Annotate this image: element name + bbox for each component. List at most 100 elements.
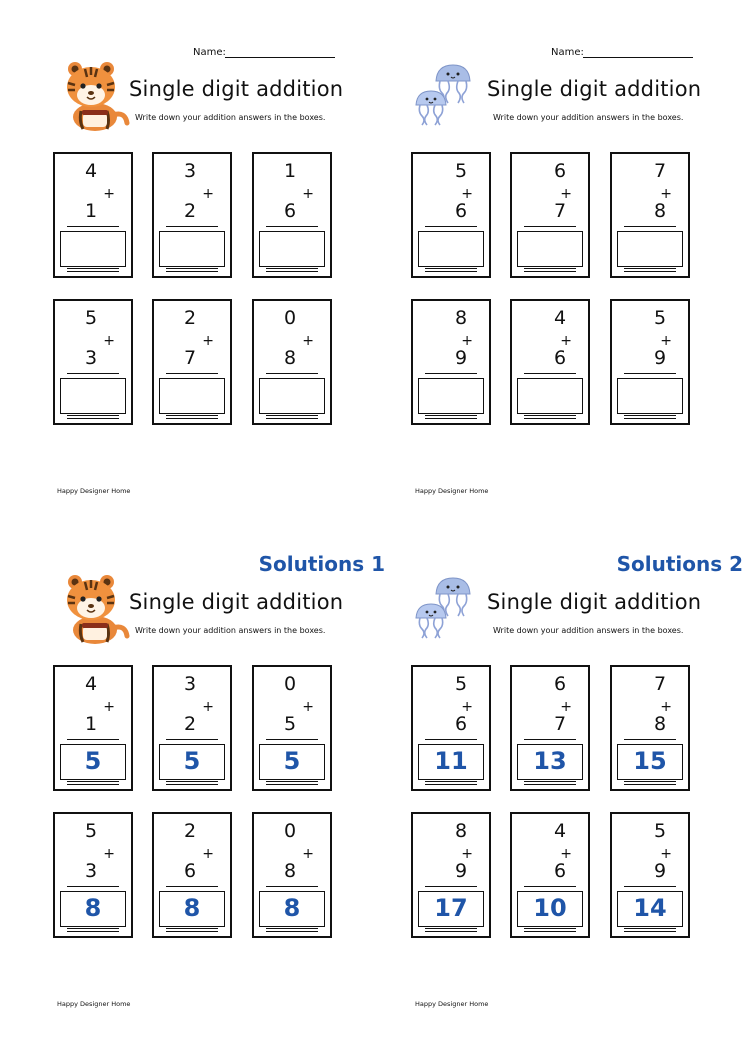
answer-box[interactable]: 13 [517, 744, 583, 780]
plus-sign: + [660, 846, 672, 862]
answer-box[interactable]: 8 [159, 891, 225, 927]
addend-top: 5 [455, 160, 468, 182]
addend-bottom: 7 [184, 347, 197, 369]
name-line[interactable] [583, 57, 693, 58]
addend-top: 7 [654, 160, 667, 182]
plus-sign: + [202, 846, 214, 862]
answer-box[interactable]: 11 [418, 744, 484, 780]
plus-sign: + [461, 333, 473, 349]
answer-underline [524, 268, 576, 269]
answer-value: 13 [533, 747, 567, 775]
name-line[interactable] [225, 57, 335, 58]
answer-underline [624, 928, 676, 929]
answer-underline [425, 781, 477, 782]
answer-box[interactable] [60, 378, 126, 414]
sum-line [266, 739, 318, 740]
sum-line [524, 226, 576, 227]
answer-value: 5 [183, 747, 201, 775]
sum-line [624, 226, 676, 227]
problem-card: 5 + 6 [411, 152, 491, 278]
worksheet-title: Single digit addition [129, 77, 344, 101]
worksheet: Name: Single digit addition Write down y… [411, 47, 743, 547]
addend-top: 3 [184, 673, 197, 695]
name-label: Name: [551, 47, 584, 58]
answer-underline [524, 415, 576, 416]
answer-box[interactable]: 5 [159, 744, 225, 780]
plus-sign: + [560, 699, 572, 715]
answer-underline [67, 781, 119, 782]
answer-box[interactable] [259, 231, 325, 267]
answer-box[interactable] [60, 231, 126, 267]
answer-underline [266, 268, 318, 269]
answer-underline [67, 415, 119, 416]
plus-sign: + [103, 846, 115, 862]
answer-underline [67, 931, 119, 932]
answer-box[interactable] [418, 378, 484, 414]
problem-card: 5 + 9 [610, 299, 690, 425]
answer-box[interactable] [617, 231, 683, 267]
answer-box[interactable] [159, 378, 225, 414]
addend-bottom: 2 [184, 713, 197, 735]
answer-box[interactable]: 14 [617, 891, 683, 927]
sum-line [524, 739, 576, 740]
problem-card: 5 + 9 14 [610, 812, 690, 938]
addend-top: 5 [654, 307, 667, 329]
sum-line [166, 373, 218, 374]
answer-underline [166, 271, 218, 272]
addend-top: 5 [455, 673, 468, 695]
addend-bottom: 5 [284, 713, 297, 735]
answer-box[interactable]: 17 [418, 891, 484, 927]
answer-value: 5 [283, 747, 301, 775]
addend-top: 1 [284, 160, 297, 182]
answer-underline [624, 931, 676, 932]
answer-box[interactable]: 8 [60, 891, 126, 927]
addend-top: 0 [284, 307, 297, 329]
answer-underline [67, 268, 119, 269]
answer-underline [524, 418, 576, 419]
answer-box[interactable] [517, 378, 583, 414]
addend-top: 5 [654, 820, 667, 842]
answer-box[interactable] [159, 231, 225, 267]
worksheet-title: Single digit addition [487, 590, 702, 614]
sum-line [624, 739, 676, 740]
answer-box[interactable]: 8 [259, 891, 325, 927]
addend-bottom: 3 [85, 347, 98, 369]
answer-box[interactable]: 5 [60, 744, 126, 780]
problem-card: 7 + 8 15 [610, 665, 690, 791]
addend-bottom: 7 [554, 713, 567, 735]
tiger-icon [55, 55, 135, 135]
answer-underline [425, 784, 477, 785]
problem-card: 3 + 2 [152, 152, 232, 278]
sum-line [425, 886, 477, 887]
answer-value: 8 [283, 894, 301, 922]
addend-top: 4 [554, 820, 567, 842]
answer-underline [624, 781, 676, 782]
answer-underline [425, 931, 477, 932]
sum-line [67, 373, 119, 374]
answer-underline [425, 418, 477, 419]
addend-bottom: 2 [184, 200, 197, 222]
answer-value: 14 [633, 894, 667, 922]
answer-underline [624, 268, 676, 269]
answer-box[interactable]: 5 [259, 744, 325, 780]
problem-card: 0 + 8 [252, 299, 332, 425]
answer-box[interactable]: 15 [617, 744, 683, 780]
addend-bottom: 8 [284, 860, 297, 882]
answer-box[interactable] [259, 378, 325, 414]
addend-bottom: 3 [85, 860, 98, 882]
addend-bottom: 6 [455, 200, 468, 222]
answer-underline [166, 928, 218, 929]
answer-underline [425, 415, 477, 416]
worksheet: Solutions 1 Single digit addition Write … [53, 552, 385, 1060]
name-label: Name: [193, 47, 226, 58]
answer-box[interactable]: 10 [517, 891, 583, 927]
answer-box[interactable] [617, 378, 683, 414]
problem-card: 5 + 6 11 [411, 665, 491, 791]
addend-bottom: 6 [554, 347, 567, 369]
answer-box[interactable] [418, 231, 484, 267]
worksheet-subtitle: Write down your addition answers in the … [135, 626, 326, 635]
answer-value: 15 [633, 747, 667, 775]
plus-sign: + [202, 333, 214, 349]
answer-box[interactable] [517, 231, 583, 267]
answer-underline [67, 271, 119, 272]
